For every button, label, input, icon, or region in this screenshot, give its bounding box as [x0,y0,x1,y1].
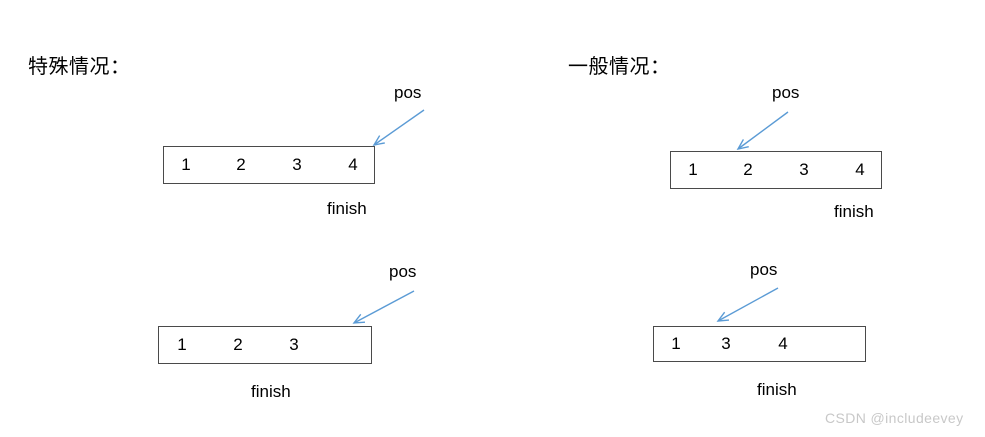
array-cell: 2 [743,160,753,179]
pos-label-general-before: pos [772,83,800,102]
pos-label-special-before: pos [394,83,422,102]
finish-label-special-before: finish [327,199,367,218]
array-box-general-after: 1 3 4 [653,326,866,362]
finish-label-general-before: finish [834,202,874,221]
array-cell: 2 [236,155,246,174]
array-cell: 3 [289,335,299,354]
array-cell: 1 [671,334,681,353]
array-cell: 1 [181,155,191,174]
panel-title-special-case: 特殊情况： [28,56,131,78]
array-cell: 1 [177,335,187,354]
array-cell: 4 [778,334,788,353]
finish-label-general-after: finish [757,380,797,399]
array-cell: 2 [233,335,243,354]
pos-label-special-after: pos [389,262,417,281]
array-box-general-before: 1 2 3 4 [670,151,882,189]
array-box-special-before: 1 2 3 4 [163,146,375,184]
array-cell: 1 [688,160,698,179]
array-cell: 3 [721,334,731,353]
pos-label-general-after: pos [750,260,778,279]
watermark: CSDN @includeevey [825,410,964,426]
panel-title-general-case: 一般情况： [568,56,671,78]
pos-arrow-general-after [716,287,779,322]
finish-label-special-after: finish [251,382,291,401]
array-cell: 3 [292,155,302,174]
array-cell: 4 [348,155,358,174]
array-cell: 4 [855,160,865,179]
array-cell: 3 [799,160,809,179]
array-box-special-after: 1 2 3 [158,326,372,364]
